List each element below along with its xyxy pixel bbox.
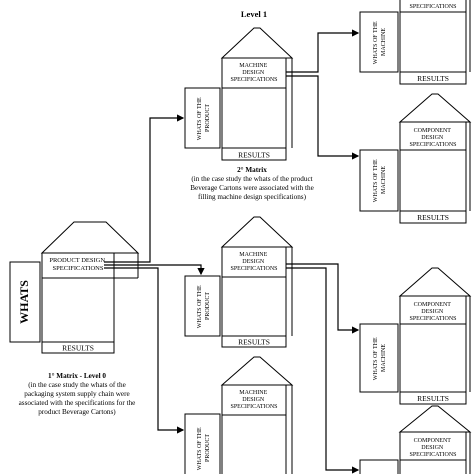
level1-matrix-top xyxy=(184,27,294,161)
results-label-top: RESULTS xyxy=(238,151,270,160)
level2-matrix-2 xyxy=(359,93,472,224)
results-label-middle: RESULTS xyxy=(238,338,270,347)
component-spec-label-3: COMPONENT DESIGN SPECIFICATIONS xyxy=(409,302,456,322)
component-spec-label-1: SPECIFICATIONS xyxy=(409,4,456,10)
component-spec-label-2: COMPONENT DESIGN SPECIFICATIONS xyxy=(409,128,456,148)
results-label-2: RESULTS xyxy=(417,213,449,222)
results-label-3: RESULTS xyxy=(417,394,449,403)
level1-matrix-middle xyxy=(184,216,294,348)
level-label: Level 1 xyxy=(241,9,267,19)
machine-spec-label-middle: MACHINE DESIGN SPECIFICATIONS xyxy=(230,252,277,272)
matrix1-caption-line: associated with the specifications for t… xyxy=(18,399,136,407)
product-whats-label-top: WHATS OF THE PRODUCT xyxy=(197,96,211,140)
matrix1-title: 1° Matrix - Level 0 xyxy=(48,372,106,380)
machine-spec-label-bottom: MACHINE DESIGN SPECIFICATIONS xyxy=(230,390,277,410)
results-label-1: RESULTS xyxy=(417,74,449,83)
matrix1-caption-line: packaging system supply chain were xyxy=(24,390,130,398)
matrix2-title: 2° Matrix xyxy=(237,166,267,174)
machine-spec-label-top: MACHINE DESIGN SPECIFICATIONS xyxy=(230,63,277,83)
matrix2-caption-line: Beverage Cartons were associated with th… xyxy=(190,184,314,192)
component-spec-label-4: COMPONENT DESIGN SPECIFICATIONS xyxy=(409,438,456,458)
whats-label: WHATS xyxy=(17,280,31,324)
product-spec-label: PRODUCT DESIGN SPECIFICATIONS xyxy=(49,257,106,272)
matrix1-caption-line: (in the case study the whats of the xyxy=(28,381,126,389)
level2-matrix-1 xyxy=(359,0,471,85)
matrix1-caption: 1° Matrix - Level 0 (in the case study t… xyxy=(2,372,152,417)
machine-whats-label-2: WHATS OF THE MACHINE xyxy=(373,158,387,202)
product-whats-label-bottom: WHATS OF THE PRODUCT xyxy=(197,426,211,470)
machine-whats-label-1: WHATS OF THE MACHINE xyxy=(373,20,387,64)
matrix2-caption: 2° Matrix (in the case study the whats o… xyxy=(162,166,342,202)
matrix1-caption-line: product Beverage Cartons) xyxy=(38,408,116,416)
level0-matrix xyxy=(9,221,140,354)
connectors xyxy=(104,29,360,474)
level1-matrix-bottom xyxy=(184,356,294,474)
results-label-l0: RESULTS xyxy=(62,344,94,353)
matrix2-caption-line: filling machine design specifications) xyxy=(198,193,306,201)
level2-matrix-3 xyxy=(359,267,472,405)
matrix2-caption-line: (in the case study the whats of the prod… xyxy=(191,175,313,183)
product-whats-label-middle: WHATS OF THE PRODUCT xyxy=(197,284,211,328)
machine-whats-label-3: WHATS OF THE MACHINE xyxy=(373,336,387,380)
level2-matrix-4 xyxy=(359,405,472,474)
